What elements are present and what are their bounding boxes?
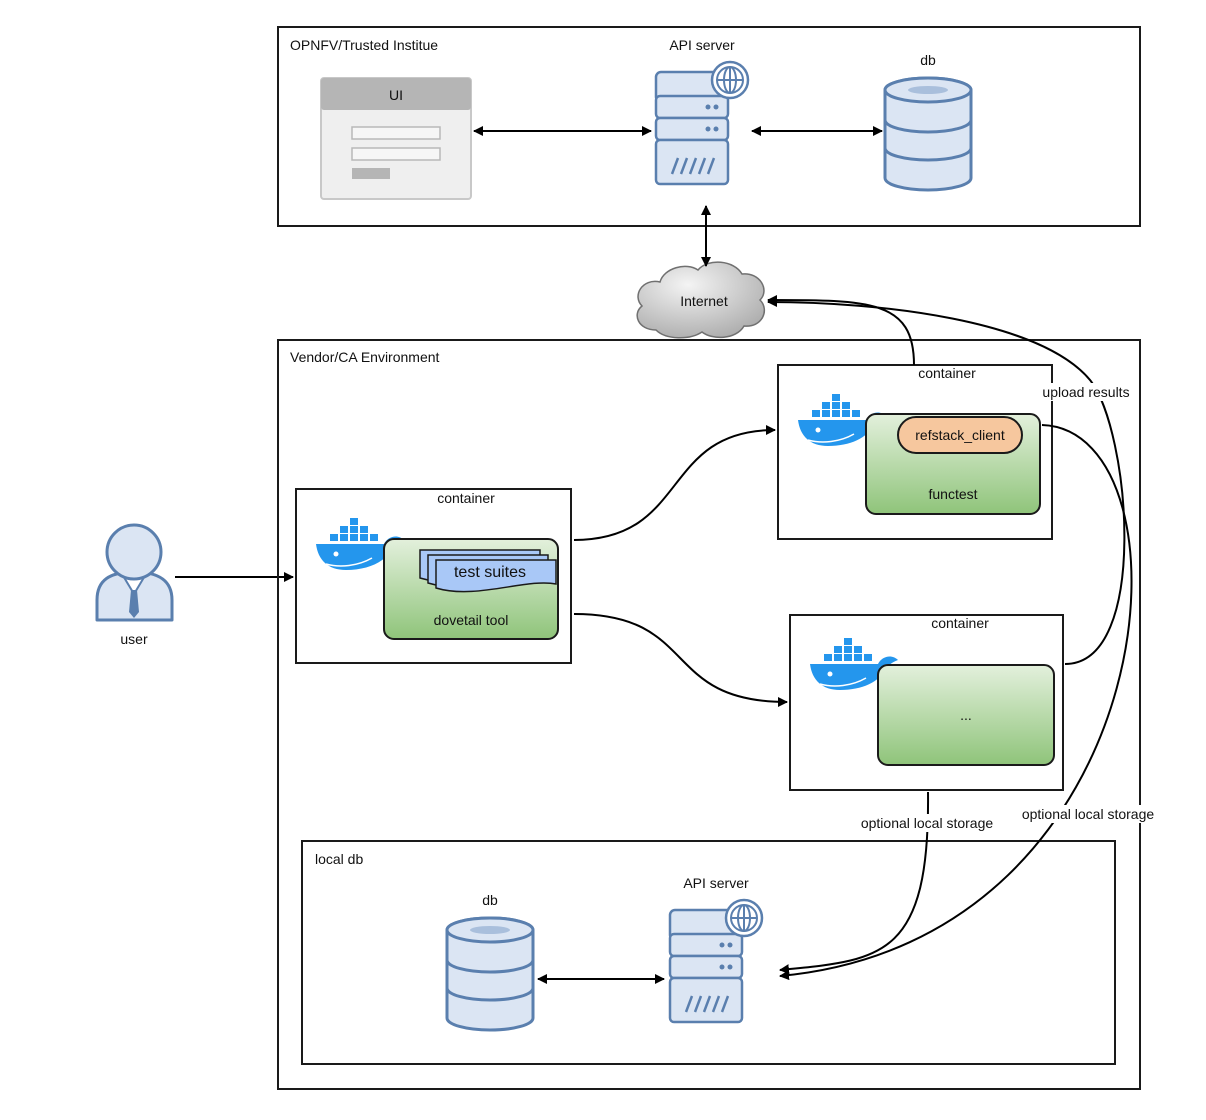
local-api-server-label: API server (683, 875, 749, 891)
trusted-institute-section: OPNFV/Trusted Institue UI API server db (277, 26, 1141, 227)
internet-label: Internet (680, 293, 728, 309)
dovetail-to-other-arrow (573, 613, 788, 707)
vendor-environment-section: Vendor/CA Environment (277, 339, 1141, 1090)
test-suites-label: test suites (454, 564, 526, 581)
local-db-label: db (482, 892, 498, 908)
ellipsis-label: ... (960, 707, 972, 723)
ui-label: UI (389, 87, 403, 103)
functest-label: functest (928, 486, 977, 502)
local-db-title: local db (315, 851, 363, 867)
functest-container-title: container (918, 365, 976, 381)
user-label: user (120, 631, 148, 647)
user-icon (95, 523, 174, 622)
local-db-section: local db db API server (301, 840, 1116, 1065)
ui-window-icon (320, 77, 472, 200)
functest-to-local-storage-arrow (779, 424, 1133, 981)
upload-results-label: upload results (1042, 384, 1129, 400)
trusted-institute-title: OPNFV/Trusted Institue (290, 37, 438, 53)
database-icon (883, 76, 973, 192)
upload-results-arrow (767, 297, 1126, 665)
other-to-local-storage-arrow (779, 791, 930, 975)
dovetail-container: container test suites dovetail tool (295, 488, 572, 664)
other-tool-box (877, 664, 1055, 766)
optional-storage-label-2: optional local storage (1022, 806, 1155, 822)
api-server-label: API server (669, 37, 735, 53)
internet-cloud (636, 261, 765, 339)
dovetail-to-functest-arrow (573, 425, 776, 541)
dovetail-container-title: container (437, 490, 495, 506)
refstack-client-box (897, 416, 1023, 454)
local-database-icon (445, 916, 535, 1032)
optional-storage-label-1: optional local storage (861, 815, 994, 831)
dovetail-tool-label: dovetail tool (434, 612, 509, 628)
refstack-client-label: refstack_client (915, 427, 1005, 443)
other-container: container ... (789, 614, 1064, 791)
functest-container: container refstack_client functest (777, 364, 1053, 540)
db-label: db (920, 52, 936, 68)
other-container-title: container (931, 615, 989, 631)
test-suites-documents (419, 549, 557, 593)
vendor-environment-title: Vendor/CA Environment (290, 349, 440, 365)
